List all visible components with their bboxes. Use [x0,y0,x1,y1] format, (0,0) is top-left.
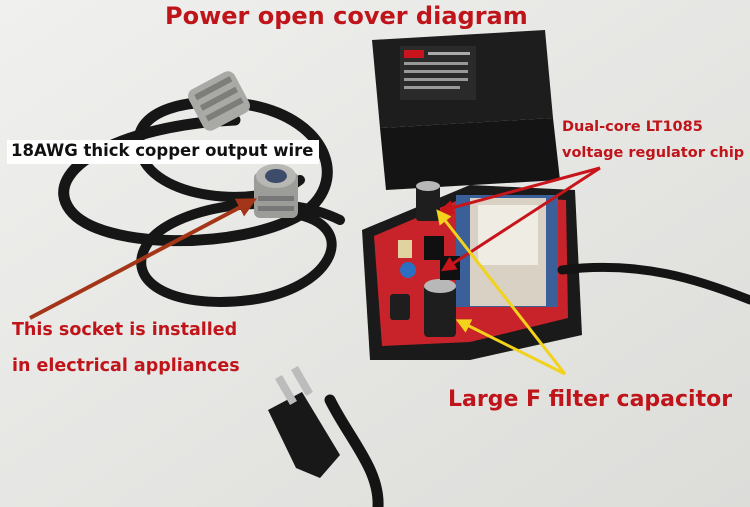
wire-label: 18AWG thick copper output wire [7,140,320,164]
capacitor-arrow-lower [455,319,566,376]
capacitor-arrow-upper [436,209,567,375]
chip-label-line1: Dual-core LT1085 [562,119,703,135]
chip-arrow-upper [438,166,601,215]
socket-label-line2: in electrical appliances [12,356,240,376]
aviation-plug-connector [188,71,250,131]
socket-label-line1: This socket is installed [12,320,238,340]
socket-arrow [29,198,258,320]
open-case-base [362,181,582,360]
mains-cord [557,262,750,305]
panel-socket [254,164,298,218]
us-power-plug [268,366,340,478]
chip-label-line2: voltage regulator chip [562,145,745,161]
chip-arrow-lower [440,166,601,272]
plug-cord [324,394,384,507]
capacitor-label: Large F filter capacitor [448,387,733,412]
page-title: Power open cover diagram [165,2,528,30]
transformer-housing [372,30,560,190]
